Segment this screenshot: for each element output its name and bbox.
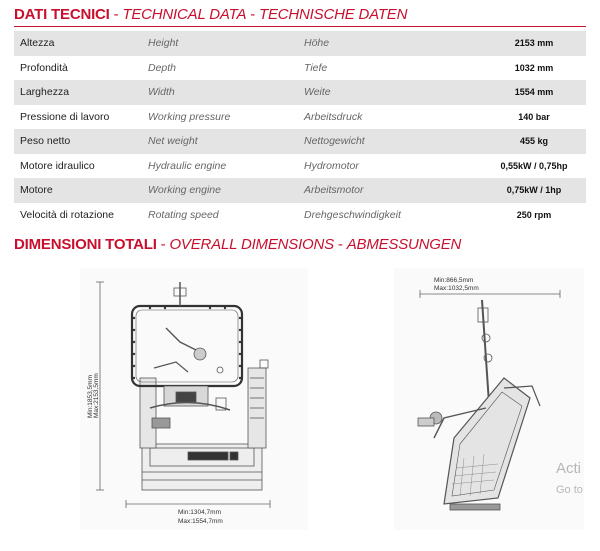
spec-label-it: Motore [20, 184, 53, 197]
front-view-svg: Min:1853,5mm Max:2153,5mm Min:1304,7mm M… [87, 281, 271, 525]
side-view-svg: Min:866,5mm Max:1032,5mm [417, 277, 561, 511]
spec-label-it: Velocità di rotazione [20, 208, 114, 221]
dimensions-title: DIMENSIONI TOTALI - OVERALL DIMENSIONS -… [14, 236, 462, 253]
spec-label-de: Arbeitsdruck [304, 110, 363, 123]
spec-label-en: Working pressure [148, 110, 231, 123]
dim-title-de: ABMESSUNGEN [346, 236, 462, 253]
spec-label-it: Pressione di lavoro [20, 110, 110, 123]
spec-label-de: Drehgeschwindigkeit [304, 208, 401, 221]
spec-label-it: Larghezza [20, 86, 70, 99]
dim-title-it: DIMENSIONI TOTALI [14, 236, 157, 253]
spec-value: 0,75kW / 1hp [506, 185, 562, 196]
spec-row: Motore idraulico Hydraulic engine Hydromot… [14, 153, 586, 178]
spec-value: 140 bar [518, 111, 550, 122]
front-width-max-label: Max:1554,7mm [178, 518, 223, 525]
spec-label-it: Motore idraulico [20, 159, 95, 172]
spec-label-de: Hydromotor [304, 159, 359, 172]
spec-row: Altezza Height Höhe 2153 mm [14, 31, 586, 56]
technical-data-title: DATI TECNICI - TECHNICAL DATA - TECHNISC… [14, 6, 408, 23]
title-it: DATI TECNICI [14, 6, 110, 23]
spec-value: 1032 mm [514, 62, 554, 73]
front-view-drawing: Min:1853,5mm Max:2153,5mm Min:1304,7mm M… [80, 268, 308, 530]
spec-row: Motore Working engine Arbeitsmotor 0,75kW /… [14, 178, 586, 203]
spec-value: 0,55kW / 0,75hp [500, 160, 568, 171]
spec-row: Velocità di rotazione Rotating speed Drehg… [14, 202, 586, 227]
spec-label-de: Weite [304, 86, 331, 99]
spec-value: 1554 mm [514, 87, 554, 98]
front-height-min-label: Min:1853,5mm [87, 375, 94, 418]
spec-row: Profondità Depth Tiefe 1032 mm [14, 55, 586, 80]
spec-label-de: Nettogewicht [304, 135, 365, 148]
spec-label-de: Tiefe [304, 61, 328, 74]
side-depth-max-label: Max:1032,5mm [434, 285, 479, 292]
spec-label-de: Arbeitsmotor [304, 184, 364, 197]
activation-watermark-line2: Go to [556, 484, 583, 496]
activation-watermark-line1: Acti [556, 460, 582, 477]
spec-label-en: Width [148, 86, 175, 99]
spec-label-en: Rotating speed [148, 208, 219, 221]
spec-label-it: Altezza [20, 37, 55, 50]
spec-label-it: Profondità [20, 61, 68, 74]
spec-label-en: Net weight [148, 135, 198, 148]
spec-label-de: Höhe [304, 37, 330, 50]
spec-value: 455 kg [519, 136, 549, 147]
spec-value: 2153 mm [514, 38, 554, 49]
side-depth-min-label: Min:866,5mm [434, 277, 473, 284]
spec-row: Pressione di lavoro Working pressure Arbei… [14, 104, 586, 129]
front-height-max-label: Max:2153,5mm [93, 373, 100, 418]
spec-label-it: Peso netto [20, 135, 71, 148]
title-de: TECHNISCHE DATEN [259, 6, 408, 23]
spec-value: 250 rpm [516, 209, 552, 220]
spec-row: Peso netto Net weight Nettogewicht 455 kg [14, 129, 586, 154]
spec-row: Larghezza Width Weite 1554 mm [14, 80, 586, 105]
front-width-min-label: Min:1304,7mm [178, 509, 221, 516]
dim-title-en: OVERALL DIMENSIONS [169, 236, 334, 253]
title-en: TECHNICAL DATA [122, 6, 247, 23]
spec-table: Altezza Height Höhe 2153 mm Profondità Depth T… [14, 31, 586, 227]
spec-label-en: Height [148, 37, 179, 50]
spec-label-en: Hydraulic engine [148, 159, 227, 172]
title-underline [14, 26, 586, 27]
spec-label-en: Working engine [148, 184, 221, 197]
side-view-drawing: Min:866,5mm Max:1032,5mm [394, 268, 584, 530]
spec-label-en: Depth [148, 61, 177, 74]
